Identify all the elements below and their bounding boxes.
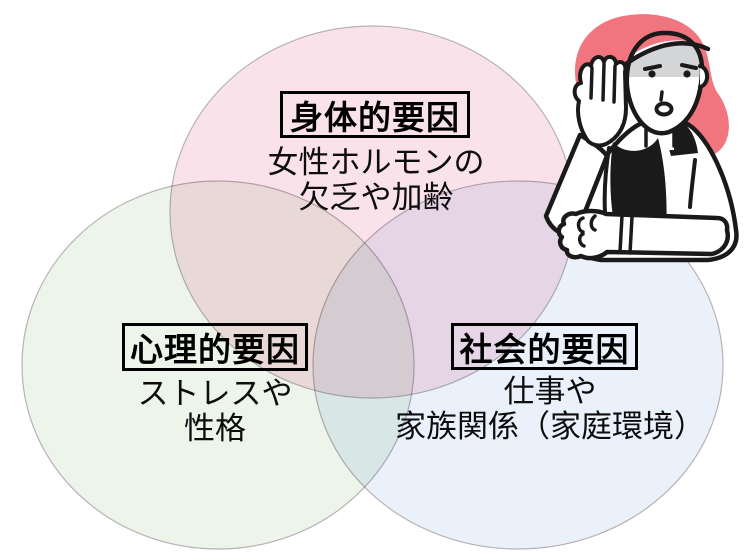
forehead-shadow <box>626 42 703 77</box>
physical-factor-description: 女性ホルモンの 欠乏や加齢 <box>196 146 556 216</box>
psych-desc-line1: ストレスや <box>137 376 293 412</box>
physical-desc-line1: 女性ホルモンの <box>267 145 485 181</box>
crossed-arm-fist <box>556 208 730 261</box>
hand-on-cheek <box>572 55 628 148</box>
nose <box>659 90 664 102</box>
psychological-factor-label: 心理的要因 <box>122 323 308 371</box>
hand-finger-lines <box>589 62 617 104</box>
worried-woman-illustration <box>543 14 739 263</box>
psych-desc-line2: 性格 <box>184 411 246 447</box>
physical-desc-line2: 欠乏や加齢 <box>298 180 454 216</box>
social-desc-line1: 仕事や <box>503 374 597 410</box>
social-factor-description: 仕事や 家族関係（家庭環境） <box>385 375 715 445</box>
wrist-lines <box>618 214 634 255</box>
fist-finger-curls <box>576 214 597 248</box>
circle-social <box>312 180 724 550</box>
left-eye <box>648 70 656 78</box>
psychological-factor-description: ストレスや 性格 <box>65 377 365 447</box>
eyebrows <box>643 63 698 71</box>
right-eye <box>683 70 691 78</box>
physical-factor-label: 身体的要因 <box>280 91 470 138</box>
ear <box>698 64 710 89</box>
social-factor-label: 社会的要因 <box>451 323 638 370</box>
mouth <box>654 101 674 117</box>
social-desc-line2: 家族関係（家庭環境） <box>395 409 705 445</box>
